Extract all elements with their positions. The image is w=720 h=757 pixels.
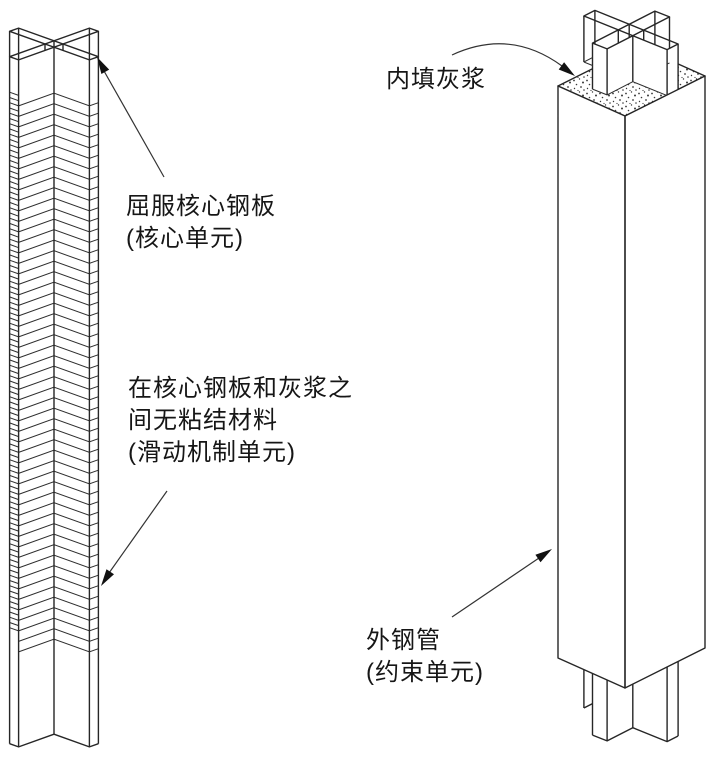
label-unbonded-material-line2: 间无粘结材料 bbox=[128, 407, 278, 434]
label-yielding-core-plate-line2: (核心单元) bbox=[126, 225, 244, 252]
core-plate-drawing bbox=[8, 27, 100, 748]
arrowhead-core-plate-icon bbox=[97, 57, 110, 74]
label-outer-steel-tube-line1: 外钢管 bbox=[366, 627, 441, 654]
arrowhead-tube-icon bbox=[535, 549, 552, 563]
label-outer-steel-tube: 外钢管 (约束单元) bbox=[366, 625, 484, 689]
leader-curve-grout bbox=[451, 43, 563, 67]
leader-line-core-plate bbox=[103, 70, 165, 178]
label-yielding-core-plate-line1: 屈服核心钢板 bbox=[126, 193, 276, 220]
label-infill-grout: 内填灰浆 bbox=[386, 66, 486, 93]
tube-drawing bbox=[557, 9, 706, 743]
label-unbonded-material-line1: 在核心钢板和灰浆之 bbox=[128, 375, 353, 402]
leader-line-unbonded bbox=[108, 490, 168, 574]
label-yielding-core-plate: 屈服核心钢板 (核心单元) bbox=[126, 191, 276, 255]
tube-right-face bbox=[624, 75, 706, 689]
arrowhead-unbonded-icon bbox=[101, 569, 114, 586]
leader-line-tube bbox=[451, 557, 540, 618]
arrowhead-grout-icon bbox=[558, 62, 575, 76]
core-top-protrusion bbox=[583, 9, 679, 97]
label-unbonded-material-line3: (滑动机制单元) bbox=[128, 439, 296, 466]
unbond-hatch-wide-faces bbox=[18, 92, 99, 653]
leader-arrows bbox=[97, 43, 575, 618]
label-unbonded-material: 在核心钢板和灰浆之 间无粘结材料 (滑动机制单元) bbox=[128, 373, 353, 469]
label-outer-steel-tube-line2: (约束单元) bbox=[366, 659, 484, 686]
unbond-hatch-edge-face bbox=[9, 91, 19, 632]
